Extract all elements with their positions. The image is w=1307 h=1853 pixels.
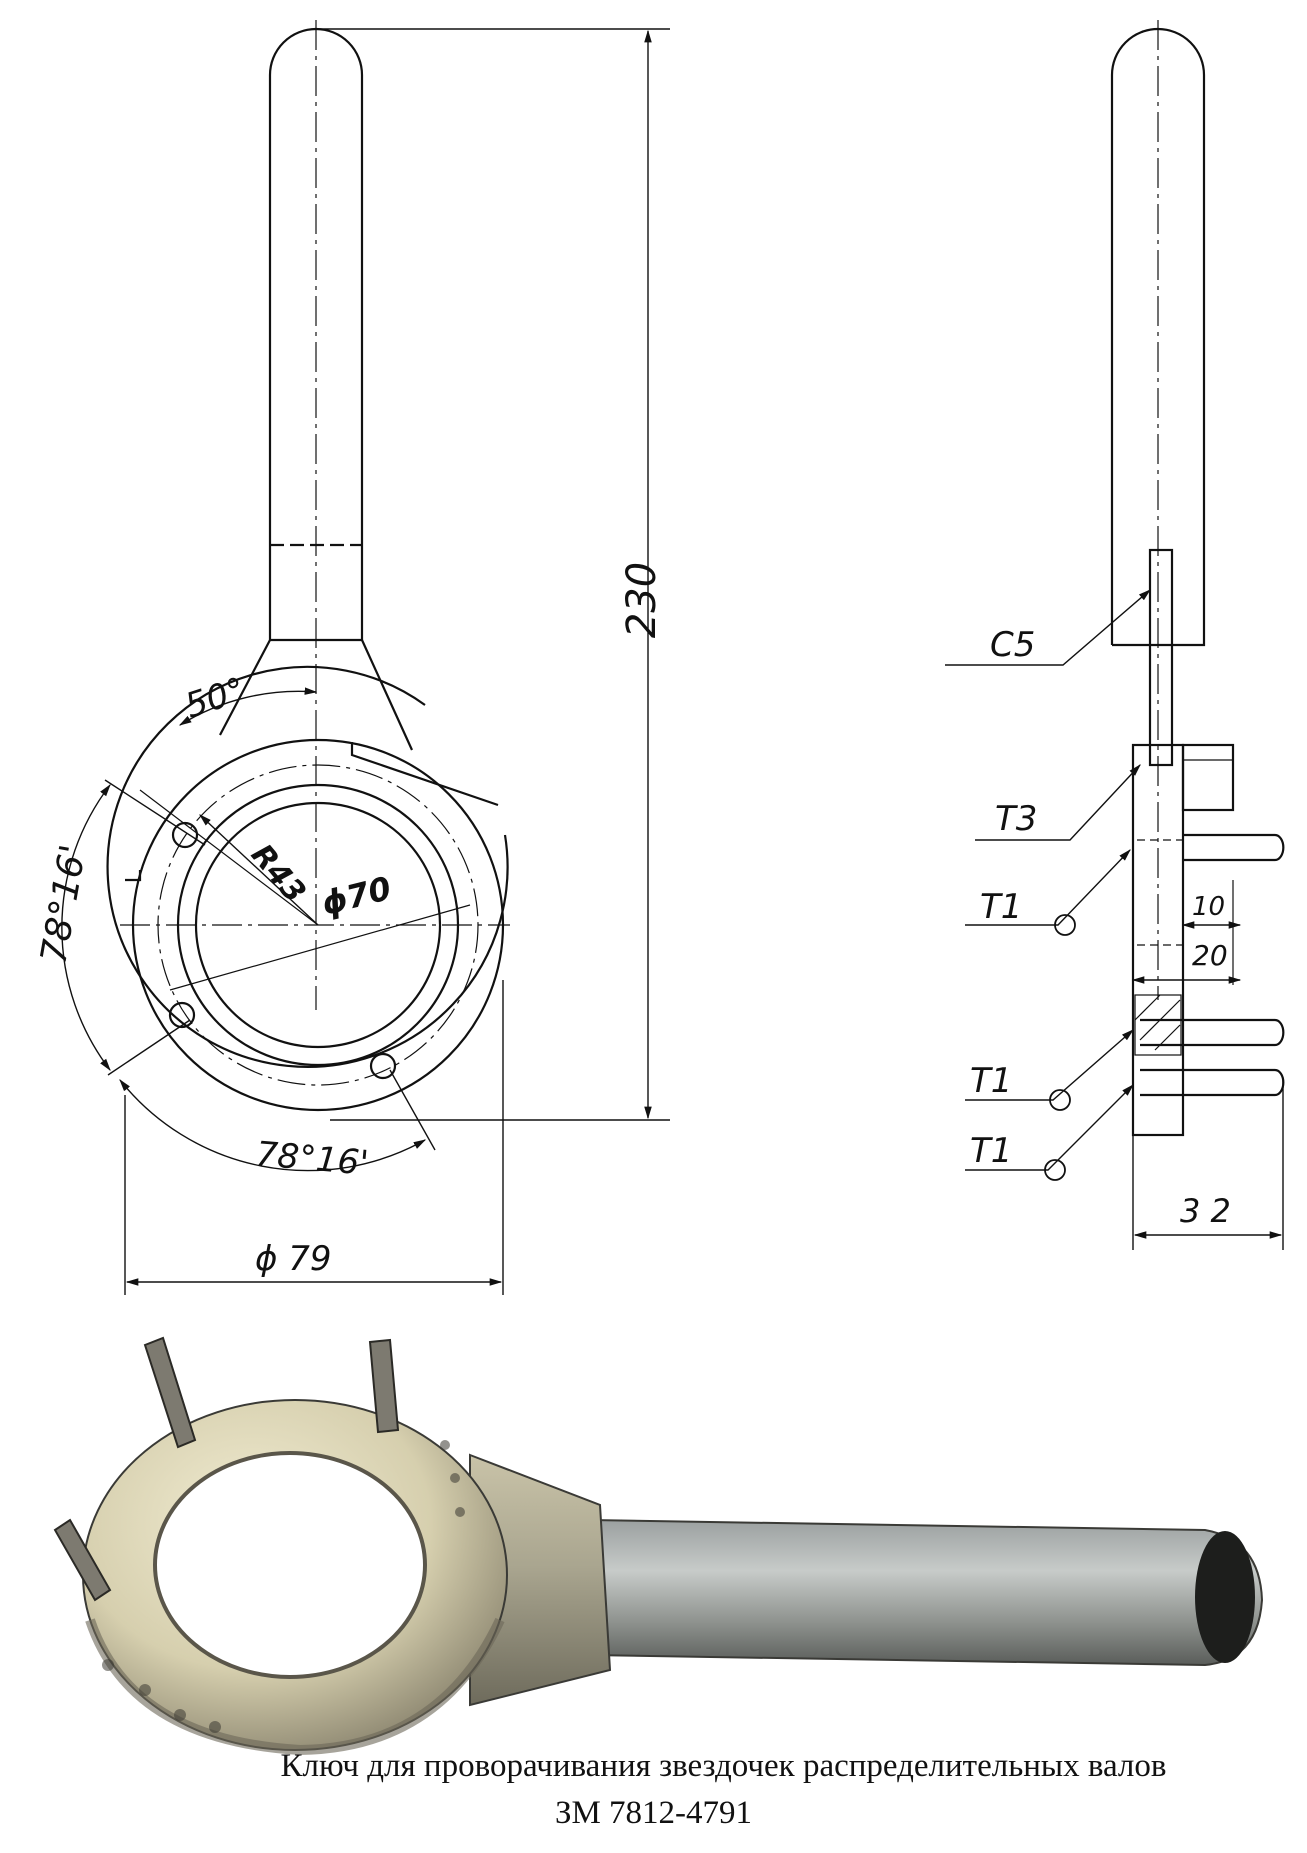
- side-handle: [1110, 27, 1206, 647]
- dim-pin-length: 10: [1192, 892, 1225, 922]
- dim-length: 230: [619, 562, 665, 638]
- side-pin-top: [1183, 833, 1285, 862]
- side-pin-middle: [1140, 1018, 1285, 1047]
- dim-angle-bottom: 78°16': [254, 1134, 370, 1184]
- outer-ring: [106, 665, 509, 1068]
- pin-hole-1: [171, 821, 199, 849]
- front-view: [61, 20, 670, 1295]
- side-boss: [1181, 743, 1235, 812]
- dim-radius: R43: [244, 838, 313, 910]
- pin-hole-2: [168, 1001, 196, 1029]
- dim-pin-offset: 20: [1192, 939, 1228, 972]
- label-chamfer: C5: [990, 625, 1035, 665]
- side-blade: [1148, 548, 1174, 767]
- label-weld-top: T3: [995, 799, 1037, 839]
- dim-inner-diameter: ϕ70: [318, 869, 395, 923]
- caption-code: ЗМ 7812-4791: [554, 1795, 753, 1831]
- section-hatch: [1134, 994, 1182, 1056]
- side-body: [1131, 743, 1185, 1137]
- caption-title: Ключ для проворачивания звездочек распре…: [280, 1748, 1167, 1784]
- photo-ring-bore: [153, 1451, 427, 1679]
- pin-hole-3: [369, 1052, 397, 1080]
- photo-handle: [589, 1518, 1264, 1667]
- dim-angle-top: 50°: [180, 670, 250, 727]
- dim-width: 3 2: [1180, 1192, 1231, 1230]
- dim-outer-diameter: ϕ 79: [255, 1239, 332, 1279]
- label-weld-2: T1: [970, 1061, 1012, 1101]
- photo-pins: [53, 1336, 400, 1602]
- product-photo: [53, 1336, 1264, 1756]
- side-pin-bottom: [1140, 1068, 1285, 1097]
- label-weld-3: T1: [970, 1131, 1012, 1171]
- dim-angle-left: 78°16': [33, 842, 94, 967]
- side-view: [945, 20, 1285, 1250]
- label-weld-1: T1: [980, 887, 1022, 927]
